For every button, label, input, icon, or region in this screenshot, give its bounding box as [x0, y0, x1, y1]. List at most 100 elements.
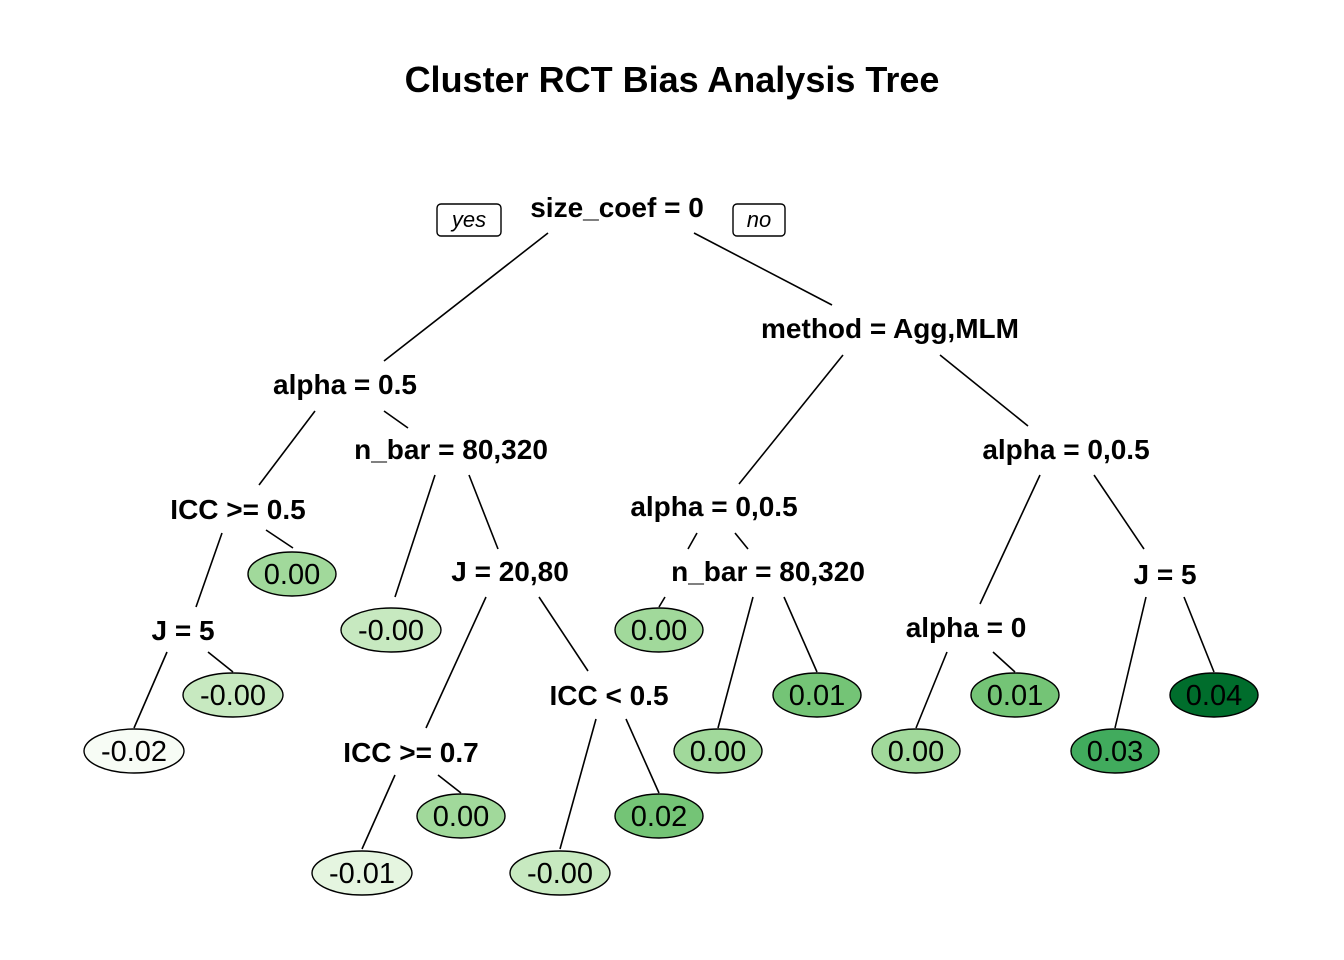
leaf-node-l8: 0.02 [614, 793, 704, 839]
tree-edge [383, 232, 549, 362]
leaf-node-l1: -0.02 [83, 728, 185, 774]
tree-edge [939, 354, 1029, 427]
leaf-node-l3: 0.00 [247, 551, 337, 597]
tree-edge [207, 651, 234, 673]
tree-edge [1114, 596, 1147, 729]
leaf-node-l7: -0.00 [509, 850, 611, 896]
tree-edge [717, 596, 754, 729]
tree-edge [738, 354, 844, 485]
tree-edge [468, 474, 499, 550]
leaf-nodes: -0.02 -0.00 0.00 -0.00 -0.01 0.00 -0.00 0.02 0.0… [83, 551, 1259, 896]
yes-branch-label-box [436, 203, 502, 237]
leaf-node-l11: 0.01 [772, 672, 862, 718]
tree-edge [693, 232, 833, 306]
leaf-value: -0.00 [358, 615, 424, 647]
tree-edge [915, 651, 948, 729]
no-branch-label-box [732, 203, 786, 237]
leaf-value: 0.03 [1087, 736, 1143, 768]
split-label-s_j5_r: J = 5 [1133, 559, 1196, 590]
leaf-value: 0.00 [690, 736, 746, 768]
split-label-s_nbar_m: n_bar = 80,320 [671, 556, 865, 587]
leaf-value: 0.00 [433, 801, 489, 833]
tree-edges [133, 232, 1215, 850]
leaf-value: -0.00 [527, 858, 593, 890]
split-label-s_icc07: ICC >= 0.7 [343, 737, 478, 768]
leaf-ellipse [83, 728, 185, 774]
split-label-s_alpha005_m: alpha = 0,0.5 [630, 491, 797, 522]
tree-edge [265, 529, 294, 549]
tree-edge [394, 474, 436, 598]
leaf-ellipse [673, 728, 763, 774]
tree-edge [559, 718, 597, 850]
leaf-ellipse [614, 793, 704, 839]
tree-edge [195, 532, 223, 608]
leaf-ellipse [182, 672, 284, 718]
leaf-node-l14: 0.03 [1070, 728, 1160, 774]
split-label-s_j2080: J = 20,80 [451, 556, 569, 587]
leaf-node-l13: 0.01 [970, 672, 1060, 718]
leaf-ellipse [772, 672, 862, 718]
leaf-ellipse [970, 672, 1060, 718]
yes-branch-label: yes [436, 203, 502, 237]
leaf-value: 0.04 [1186, 680, 1242, 712]
leaf-value: -0.02 [101, 736, 167, 768]
tree-edge [258, 410, 316, 486]
leaf-ellipse [509, 850, 611, 896]
tree-edge [361, 774, 396, 850]
leaf-ellipse [1169, 672, 1259, 718]
leaf-node-l5: -0.01 [311, 850, 413, 896]
leaf-node-l6: 0.00 [416, 793, 506, 839]
chart-title: Cluster RCT Bias Analysis Tree [405, 59, 940, 100]
tree-edge [783, 596, 818, 673]
leaf-ellipse [416, 793, 506, 839]
branch-labels: yes no [436, 203, 786, 237]
leaf-node-l2: -0.00 [182, 672, 284, 718]
tree-edge [992, 651, 1016, 673]
split-label-root: size_coef = 0 [530, 192, 704, 223]
leaf-value: 0.01 [789, 680, 845, 712]
leaf-value: 0.02 [631, 801, 687, 833]
leaf-node-l10: 0.00 [673, 728, 763, 774]
leaf-node-l9: 0.00 [614, 607, 704, 653]
split-label-s_nbar_l: n_bar = 80,320 [354, 434, 548, 465]
tree-edge [734, 532, 749, 550]
split-label-s_alpha0: alpha = 0 [906, 612, 1027, 643]
leaf-ellipse [871, 728, 961, 774]
leaf-ellipse [311, 850, 413, 896]
tree-edge [1093, 474, 1145, 550]
no-branch-label: no [732, 203, 786, 237]
split-label-s_j5_l: J = 5 [151, 615, 214, 646]
split-label-s_alpha05: alpha = 0.5 [273, 369, 417, 400]
leaf-node-l15: 0.04 [1169, 672, 1259, 718]
yes-branch-label-text: yes [450, 207, 486, 232]
split-label-s_method: method = Agg,MLM [761, 313, 1019, 344]
split-label-s_alpha005_r: alpha = 0,0.5 [982, 434, 1149, 465]
tree-edge [625, 718, 660, 794]
no-branch-label-text: no [747, 207, 771, 232]
leaf-value: 0.00 [264, 559, 320, 591]
split-label-s_icc05: ICC >= 0.5 [170, 494, 305, 525]
tree-edge [538, 596, 589, 672]
tree-edge [437, 774, 462, 794]
leaf-value: -0.01 [329, 858, 395, 890]
split-label-s_icclt05: ICC < 0.5 [549, 680, 668, 711]
tree-edge [979, 474, 1041, 605]
leaf-node-l12: 0.00 [871, 728, 961, 774]
leaf-ellipse [614, 607, 704, 653]
tree-edge [687, 532, 698, 550]
leaf-value: 0.00 [888, 736, 944, 768]
split-labels: size_coef = 0 alpha = 0.5 method = Agg,MLM… [151, 192, 1196, 768]
tree-edge [1183, 596, 1215, 673]
tree-edge [425, 596, 487, 729]
leaf-ellipse [1070, 728, 1160, 774]
tree-edge [133, 651, 168, 729]
leaf-ellipse [340, 607, 442, 653]
leaf-value: 0.01 [987, 680, 1043, 712]
leaf-value: -0.00 [200, 680, 266, 712]
leaf-ellipse [247, 551, 337, 597]
tree-edge [383, 410, 409, 429]
leaf-node-l4: -0.00 [340, 607, 442, 653]
tree-edge [658, 596, 666, 608]
leaf-value: 0.00 [631, 615, 687, 647]
